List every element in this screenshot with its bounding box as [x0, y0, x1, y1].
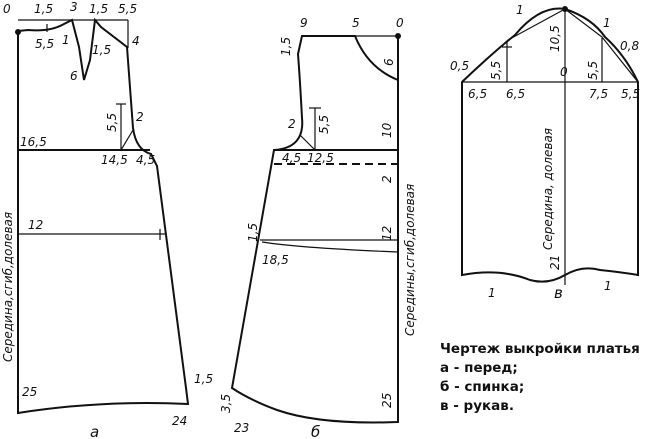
sleeve-cap-guide-right — [564, 8, 639, 83]
caption-item-back: б - спинка; — [440, 379, 525, 395]
back-top-num-0: 9 — [300, 16, 308, 30]
front-top-num-3: 1,5 — [89, 2, 108, 16]
sleeve-letter: в — [554, 284, 563, 302]
sleeve-cap-guide-left — [461, 8, 566, 83]
back-centre-fold-label: Середины,сгиб,долевая — [403, 184, 417, 336]
sleeve-cap-num-1: 1 — [603, 16, 611, 30]
sleeve-hem-num-1: 1 — [604, 279, 612, 293]
sleeve-width-num-0: 6,5 — [468, 87, 487, 101]
front-top-num-2: 3 — [70, 0, 78, 14]
sleeve-cap-num-3: 0,5 — [450, 59, 469, 73]
front-hem-num-2: 24 — [172, 414, 187, 428]
back-armhole-diagonal — [299, 134, 316, 151]
front-neck-num-3: 1,5 — [92, 43, 111, 57]
back-pattern: 9 5 0 1,5 6 2 5,5 4,5 12,5 10 2 1,5 18,5… — [219, 16, 417, 439]
back-neck-num-0: 1,5 — [279, 37, 293, 56]
back-chest-num-2: 10 — [380, 122, 394, 138]
sleeve-width-num-3: 5,5 — [621, 87, 640, 101]
front-top-point — [15, 29, 21, 35]
back-letter: б — [311, 423, 320, 439]
front-armhole-diagonal — [120, 129, 134, 151]
sleeve-centre-label: Середина, долевая — [541, 128, 555, 250]
front-neck-num-0: 5,5 — [35, 37, 54, 51]
caption-item-sleeve: в - рукав. — [440, 398, 514, 414]
front-chest-num-2: 4,5 — [136, 153, 155, 167]
sleeve-cap-num-2: 10,5 — [548, 25, 562, 52]
front-chest-num-0: 16,5 — [20, 135, 47, 149]
front-letter: а — [90, 423, 99, 439]
back-chest-num-0: 4,5 — [282, 151, 301, 165]
front-armhole-num-1: 2 — [136, 110, 144, 124]
back-waist-num-2: 12 — [380, 226, 394, 241]
sleeve-cap-num-5: 5,5 — [489, 61, 503, 80]
front-armhole-num-0: 5,5 — [105, 113, 119, 132]
front-neck-num-1: 1 — [62, 33, 70, 47]
caption-title: Чертеж выкройки платья — [440, 341, 640, 357]
sleeve-pattern: 1 1 10,5 0,5 0,8 5,5 5,5 0 6,5 6,5 7,5 5… — [450, 3, 640, 302]
front-top-num-4: 5,5 — [118, 2, 137, 16]
pattern-caption: Чертеж выкройки платья а - перед; б - сп… — [440, 340, 646, 416]
sleeve-width-num-2: 7,5 — [589, 87, 608, 101]
sleeve-hem-num-0: 1 — [488, 286, 496, 300]
back-waist-num-0: 1,5 — [246, 223, 260, 242]
sleeve-outline — [461, 7, 639, 283]
front-hem-num-1: 1,5 — [194, 372, 213, 386]
back-armhole-num-1: 5,5 — [317, 115, 331, 134]
back-chest-num-1: 12,5 — [307, 151, 334, 165]
back-neck-num-1: 6 — [382, 58, 396, 66]
front-top-num-0: 0 — [3, 2, 11, 16]
sleeve-cap-num-4: 0,8 — [620, 39, 639, 53]
front-shoulder-num: 4 — [132, 34, 140, 48]
front-hem-num-0: 25 — [22, 385, 37, 399]
sleeve-cap-num-0: 1 — [516, 3, 524, 17]
back-top-num-1: 5 — [352, 16, 360, 30]
back-hem-num-2: 23 — [234, 421, 249, 435]
sleeve-width-num-1: 6,5 — [506, 87, 525, 101]
front-chest-num-1: 14,5 — [101, 153, 128, 167]
front-pattern: 0 1,5 3 1,5 5,5 5,5 1 6 1,5 4 5,5 2 16,5… — [1, 0, 213, 439]
caption-item-front: а - перед; — [440, 360, 518, 376]
back-waist-curve — [261, 241, 399, 253]
back-chest-num-3: 2 — [380, 175, 394, 183]
back-waist-num-1: 18,5 — [262, 253, 289, 267]
front-top-num-1: 1,5 — [34, 2, 53, 16]
front-outline — [17, 17, 190, 415]
front-neck-num-2: 6 — [70, 69, 78, 83]
back-hem-num-0: 3,5 — [219, 394, 233, 413]
front-waist-num: 12 — [28, 218, 43, 232]
sleeve-cap-num-7: 0 — [560, 65, 568, 79]
back-top-num-2: 0 — [396, 16, 404, 30]
sleeve-length-num: 21 — [548, 255, 562, 270]
front-centre-fold-label: Середина,сгиб,долевая — [1, 212, 15, 362]
sleeve-cap-num-6: 5,5 — [586, 61, 600, 80]
back-hem-num-1: 25 — [380, 393, 394, 408]
back-armhole-num-0: 2 — [288, 117, 296, 131]
